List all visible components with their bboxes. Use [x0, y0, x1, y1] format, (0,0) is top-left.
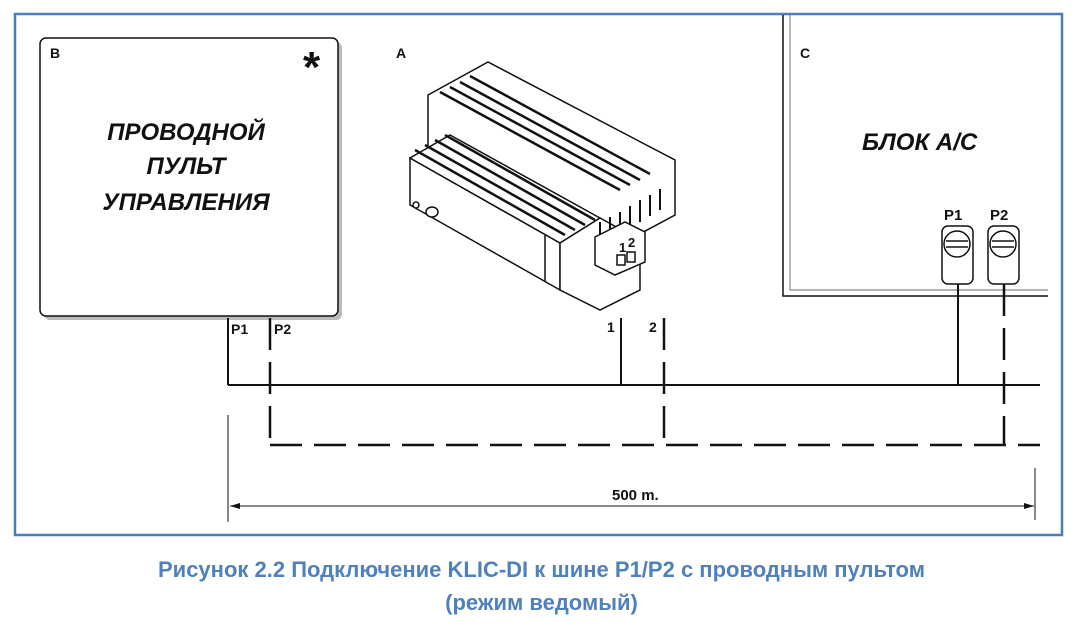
block-b-p1-label: P1	[231, 321, 248, 337]
terminal-2-label: 2	[628, 235, 635, 250]
klic-di-device: A 1 2 1 2	[396, 45, 676, 335]
p2-connector-icon	[987, 225, 1020, 285]
block-c-letter: C	[800, 45, 810, 61]
bus-terminal-2-label: 2	[649, 319, 657, 335]
block-c-title: БЛОК А/С	[862, 129, 978, 156]
bus-p1-solid	[227, 284, 1040, 386]
wired-remote-block: B * ПРОВОДНОЙ ПУЛЬТ УПРАВЛЕНИЯ P1 P2	[39, 37, 342, 337]
block-b-title-3: УПРАВЛЕНИЯ	[102, 189, 270, 216]
asterisk-marker: *	[303, 43, 321, 92]
diagram-frame	[13, 12, 1064, 537]
bus-p2-dashed	[268, 284, 1040, 447]
bus-terminal-1-label: 1	[607, 319, 615, 335]
terminal-1-label: 1	[619, 240, 626, 255]
distance-label: 500 m.	[612, 487, 659, 504]
figure-caption-line1: Рисунок 2.2 Подключение KLIC-DI к шине P…	[158, 557, 925, 582]
block-c-p1-label: P1	[944, 207, 962, 224]
block-b-title-1: ПРОВОДНОЙ	[107, 117, 265, 146]
block-b-title-2: ПУЛЬТ	[147, 153, 228, 180]
block-b-p2-label: P2	[274, 321, 291, 337]
ac-unit-block: C БЛОК А/С P1 P2	[782, 15, 1048, 297]
block-a-letter: A	[396, 45, 406, 61]
block-c-p2-label: P2	[990, 207, 1008, 224]
block-b-letter: B	[50, 45, 60, 61]
p1-connector-icon	[941, 225, 974, 285]
distance-dimension: 500 m.	[227, 415, 1036, 522]
figure-caption-line2: (режим ведомый)	[445, 590, 638, 615]
